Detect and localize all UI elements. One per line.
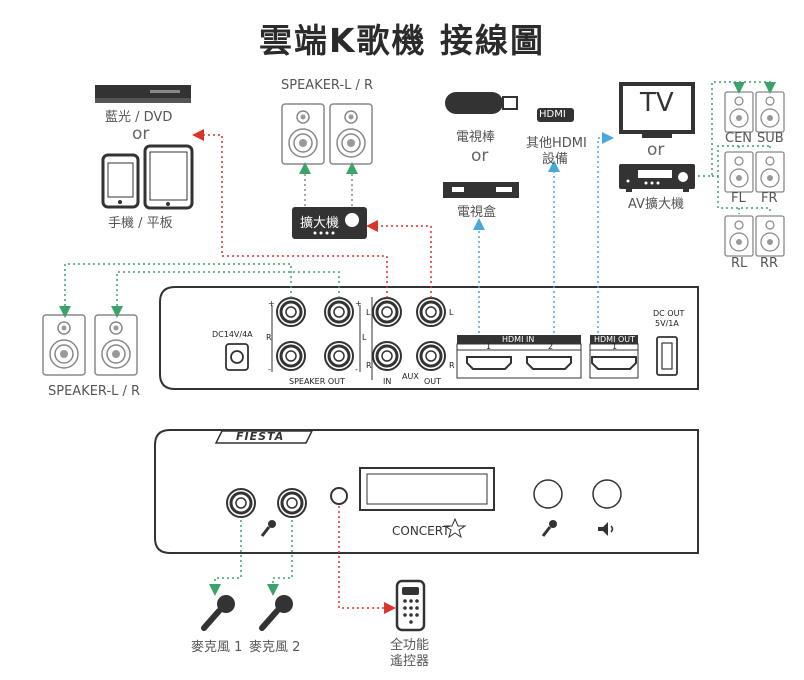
av-amplifier-icon [619,164,695,192]
hdmi-out-1-label: 1 [612,342,618,351]
red-line-amplifier [366,220,432,298]
remote-label-1: 全功能 [390,638,430,653]
rl-label: RL [731,256,748,271]
red-line-bluray [192,129,388,298]
plus-label-2: + [355,299,362,308]
tv-stick-label: 電視棒 [456,130,496,145]
green-line-speaker-b [111,271,340,318]
tv-label: TV [640,88,674,118]
page-title: 雲端K歌機 接線圖 [258,21,546,60]
connection-lines [59,81,776,614]
speaker-top-left-icon [281,103,325,165]
speaker-r-label: R [266,333,272,342]
microphone-2-icon [259,595,293,631]
speaker-volume-icon [598,522,614,536]
aux-l-label-2: L [449,308,454,317]
hdmi-out-label: HDMI OUT [594,335,636,344]
tablet-icon [143,144,194,210]
aux-r-label-1: R [366,361,372,370]
aux-out-label: OUT [424,377,442,386]
minus-label-2: - [355,365,358,374]
aux-r-label-2: R [449,361,455,370]
phone-icon [101,153,140,209]
settop-label: 電視盒 [457,205,497,220]
tv-icon [619,82,695,138]
red-line-remote [338,506,396,614]
speaker-cen-icon [724,91,754,133]
speaker-rl-icon [724,215,754,257]
aux-l-label-1: L [366,308,371,317]
speaker-fr-icon [755,151,785,193]
amplifier-label: 擴大機 [300,216,340,231]
hdmi-in-2-label: 2 [548,342,554,351]
phone-tablet-label: 手機 / 平板 [108,216,173,231]
or-label-2: or [471,146,489,166]
speaker-rr-icon [755,215,785,257]
cen-label: CEN [725,131,753,146]
fr-label: FR [761,191,778,206]
or-label-3: or [647,140,665,160]
hdmi-badge-icon [537,108,574,122]
green-line-cen [698,81,745,177]
mic-volume-icon [541,520,557,537]
microphone-1-icon [201,595,235,631]
sub-label: SUB [757,131,784,146]
hdmi-in-label: HDMI IN [502,335,535,344]
speaker-top-right-icon [329,103,373,165]
other-hdmi-label-1: 其他HDMI [526,136,587,151]
mic2-label: 麥克風 2 [249,640,301,655]
aux-in-label: IN [383,377,392,386]
rr-label: RR [760,256,779,271]
dc-in-label: DC14V/4A [212,330,253,339]
brand-label: FIESTA [236,430,285,443]
speaker-left-b-icon [94,314,138,376]
speaker-fl-icon [724,151,754,193]
or-label-1: or [132,124,150,144]
green-line-speaker-a [59,263,292,318]
speaker-out-label: SPEAKER OUT [289,377,345,386]
front-panel [154,429,699,554]
aux-label: AUX [402,372,419,381]
green-line-mic1 [209,520,242,596]
speaker-top-label: SPEAKER-L / R [281,78,374,93]
speaker-sub-icon [755,91,785,133]
concert-label: CONCERT [392,524,450,538]
minus-label-1: - [268,365,271,374]
dc-out-label-2: 5V/1A [655,319,679,328]
mic1-label: 麥克風 1 [191,640,243,655]
plus-label-1: + [268,299,275,308]
remote-control-icon [395,579,426,632]
set-top-box-icon [443,182,519,198]
other-hdmi-label-2: 設備 [542,152,569,167]
fl-label: FL [731,191,746,206]
bluray-label: 藍光 / DVD [105,110,173,125]
av-amp-label: AV擴大機 [628,197,684,212]
front-mic-icon [260,520,276,537]
speaker-left-label: SPEAKER-L / R [48,384,141,399]
blue-line-tv [597,132,614,333]
tv-stick-icon [445,92,518,114]
remote-label-2: 遙控器 [390,654,430,669]
speaker-l-label: L [362,333,367,342]
bluray-player-icon [95,85,191,103]
speaker-left-a-icon [42,314,86,376]
amplifier-icon [292,207,367,239]
hdmi-badge-label: HDMI [539,109,566,120]
hdmi-in-1-label: 1 [486,342,492,351]
rear-panel [159,286,699,390]
dc-out-label-1: DC OUT [653,309,685,318]
